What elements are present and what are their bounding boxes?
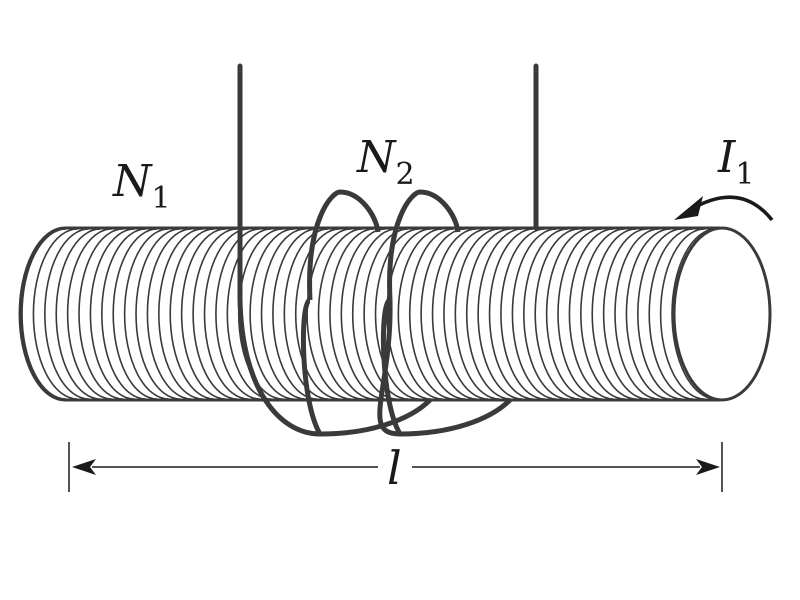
primary-winding-turn — [260, 228, 306, 400]
primary-winding-turn — [32, 228, 78, 400]
primary-winding-turn — [340, 228, 386, 400]
primary-winding-turn — [454, 228, 500, 400]
primary-winding-turn — [534, 228, 580, 400]
label-length: l — [387, 441, 402, 495]
primary-winding-turn — [78, 228, 124, 400]
primary-winding-turn — [101, 228, 146, 400]
primary-winding-turn — [226, 228, 272, 400]
label-n1: N1 — [112, 156, 171, 216]
primary-winding-turn — [123, 228, 169, 400]
primary-winding-turn — [488, 228, 534, 400]
dimension-arrowhead-right — [696, 459, 720, 475]
primary-winding-turn — [306, 228, 352, 400]
primary-winding-turn — [192, 228, 238, 400]
secondary-loop-front — [377, 299, 512, 437]
primary-winding-turn — [55, 228, 101, 400]
primary-winding-turn — [511, 228, 557, 400]
primary-winding-turn — [477, 228, 523, 400]
secondary-loop-front-rise — [380, 297, 403, 436]
primary-winding-turn — [397, 228, 443, 400]
dimension-arrowhead-left — [72, 459, 96, 475]
primary-winding-turn — [135, 228, 181, 400]
primary-coil-windings — [21, 228, 717, 400]
length-dimension — [68, 442, 723, 492]
current-arrowhead — [674, 196, 703, 220]
primary-winding-turn — [249, 228, 295, 400]
solenoid-left-end — [18, 226, 66, 402]
primary-winding-turn — [329, 228, 374, 400]
label-n2: N2 — [356, 132, 415, 192]
primary-winding-turn — [671, 228, 717, 400]
primary-winding-turn — [523, 228, 568, 400]
primary-winding-turn — [237, 228, 283, 400]
primary-winding-turn — [66, 228, 112, 400]
primary-winding-turn — [557, 228, 603, 400]
primary-winding-turn — [659, 228, 705, 400]
primary-winding-turn — [500, 228, 545, 400]
secondary-loop-front — [237, 299, 432, 437]
primary-winding-turn — [591, 228, 637, 400]
primary-winding-turn — [602, 228, 648, 400]
primary-winding-turn — [44, 228, 89, 400]
primary-winding-turn — [614, 228, 660, 400]
primary-winding-turn — [637, 228, 682, 400]
primary-winding-turn — [203, 228, 249, 400]
label-i1: I1 — [717, 132, 754, 192]
primary-winding-turn — [294, 228, 340, 400]
primary-winding-turn — [158, 228, 203, 400]
current-arrow — [689, 195, 774, 222]
primary-winding-turn — [465, 228, 511, 400]
primary-winding-turn — [21, 228, 67, 400]
primary-winding-turn — [420, 228, 466, 400]
secondary-loop-front-rise — [300, 297, 323, 436]
solenoid-body — [18, 226, 720, 402]
solenoid-right-end — [672, 226, 772, 402]
primary-winding-turn — [272, 228, 317, 400]
primary-winding-turn — [431, 228, 477, 400]
primary-winding-turn — [443, 228, 488, 400]
secondary-coil-front — [237, 297, 512, 437]
primary-winding-turn — [545, 228, 591, 400]
primary-winding-turn — [112, 228, 158, 400]
primary-winding-turn — [351, 228, 397, 400]
primary-winding-turn — [89, 228, 135, 400]
primary-winding-turn — [648, 228, 694, 400]
primary-winding-turn — [374, 228, 420, 400]
primary-winding-turn — [408, 228, 454, 400]
primary-winding-turn — [146, 228, 192, 400]
primary-winding-turn — [580, 228, 625, 400]
primary-winding-turn — [180, 228, 226, 400]
primary-winding-turn — [568, 228, 614, 400]
primary-winding-turn — [169, 228, 215, 400]
primary-winding-turn — [625, 228, 671, 400]
primary-winding-turn — [317, 228, 363, 400]
